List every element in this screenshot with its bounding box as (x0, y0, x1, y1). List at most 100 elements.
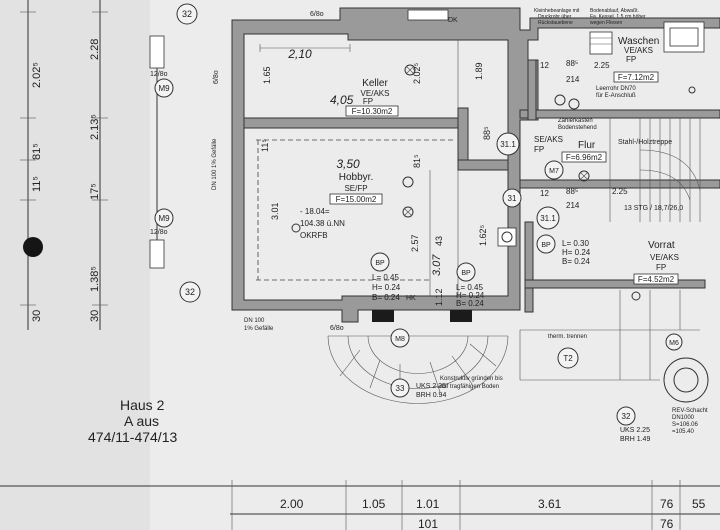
paper-shadow-left (0, 0, 150, 530)
s1-label: S=106.06 (672, 422, 699, 428)
waschen-type: FP (626, 55, 636, 64)
bp-a-h: H= 0.24 (372, 283, 401, 292)
keller-v2: 2.02⁵ (412, 62, 422, 84)
flur-name: Flur (578, 140, 596, 151)
top-6-8o-b: 6/8o (213, 70, 220, 84)
flur-214: 214 (566, 201, 580, 210)
bp-b-l: L= 0.45 (456, 283, 483, 292)
vorrat-area-box (633, 273, 679, 285)
stair: 13 STG / 18,7/26,0 (609, 118, 701, 222)
bp-a-b: B= 0.24 (372, 293, 400, 302)
gefaelle-label: 1% Gefälle (244, 326, 274, 332)
hobby-okrfb: OKRFB (300, 231, 328, 240)
uks1-label: UKS 2.25 (416, 383, 446, 390)
keller-code: VE/AKS (361, 89, 390, 98)
hobby-v5: 43 (434, 236, 444, 246)
dim-left-1: 2.02⁵ (31, 62, 43, 88)
hobby-v6: 1.62⁵ (478, 224, 488, 246)
tag-t2: T2 (563, 354, 573, 363)
brh2-label: BRH 1.49 (620, 436, 650, 443)
waschen-code: VE/AKS (624, 46, 653, 55)
waschen-area: F=7.12m2 (618, 73, 655, 82)
bp-c-tag: BP (541, 242, 551, 249)
outer-walls (231, 7, 720, 323)
tag-m7: M7 (549, 168, 559, 175)
door-block-left (372, 310, 394, 322)
bp-b-h: H= 0.24 (456, 291, 485, 300)
hobby-code: SE/FP (344, 184, 367, 193)
bp-c-l: L= 0.30 (562, 239, 589, 248)
tag-circle-32b (179, 281, 201, 303)
fuer-label: für E-Anschluß (596, 93, 636, 99)
wegen-label: wegen Fliesen (590, 20, 622, 26)
label-12-8o: 12/8o (150, 71, 168, 78)
s2-label: =105.40 (672, 429, 695, 435)
dim-left-3: 11⁵ (31, 176, 43, 192)
therm-label: therm. trennen (548, 334, 587, 340)
terrace-stair: M8 6/8o DN 100 1% Gefälle (244, 318, 509, 404)
tag-circle-m7 (544, 160, 564, 180)
parcel-label: 474/11-474/13 (88, 429, 177, 445)
wash-88: 88⁵ (566, 59, 578, 68)
wash-214: 214 (566, 75, 580, 84)
dn1000-label: DN1000 (672, 415, 695, 421)
vorrat-type: FP (656, 263, 666, 272)
tag-circle-bp3 (536, 234, 556, 254)
hobby-name: Hobbyr. (339, 172, 373, 183)
bp-c-b: B= 0.24 (562, 257, 590, 266)
terrace-6-8o: 6/8o (330, 325, 344, 332)
tag-31: 31 (508, 194, 517, 203)
konstr-label: Konstruktiv gründen bis (440, 376, 503, 382)
rev-label: REV-Schacht (672, 408, 708, 414)
dim-left-9: 2.28 (89, 39, 101, 60)
tag-32b: 32 (185, 287, 195, 297)
flur-area: F=6.96m2 (566, 153, 603, 162)
flur-225: 2.25 (612, 187, 628, 196)
keller-v3: 1.89 (474, 62, 484, 80)
tag-311a: 31.1 (500, 140, 516, 149)
dim-left-5: 17⁵ (89, 183, 101, 200)
zahler-label: Zählerkasten (558, 118, 593, 124)
bp-block-a: BP L= 0.45 H= 0.24 B= 0.24 (370, 252, 401, 302)
tag-circle-311b (536, 206, 560, 230)
hobby-v8: 11⁵ (260, 139, 270, 152)
dim-left-8: 30 (89, 310, 101, 322)
flur-code: SE/AKS (534, 135, 563, 144)
tag-circle-32a (176, 3, 198, 25)
tag-m6: M6 (669, 340, 679, 347)
dim-left-7: 30 (31, 310, 43, 322)
vorrat-area: F=4.52m2 (638, 275, 675, 284)
tag-circle-m9a (154, 78, 174, 98)
hobby-dim: 3,50 (336, 157, 360, 171)
vorrat-name: Vorrat (648, 240, 675, 251)
bp-c-h: H= 0.24 (562, 248, 591, 257)
waschen-name: Waschen (618, 36, 659, 47)
keller-type: FP (363, 97, 373, 106)
flur-12: 12 (540, 189, 549, 198)
tag-circle-m6 (665, 333, 683, 351)
bodenst-label: Bodenstehend (558, 125, 597, 131)
keller-name: Keller (362, 78, 388, 89)
room-vorrat: L= 0.30 H= 0.24 B= 0.24 Vorrat VE/AKS FP… (562, 239, 679, 301)
flur-type: FP (534, 145, 544, 154)
bottom-dim-6: 55 (692, 497, 706, 511)
bp-b-b: B= 0.24 (456, 299, 484, 308)
room-flur: Zählerkasten Bodenstehend SE/AKS FP Flur… (534, 118, 672, 210)
hobby-area-box (329, 193, 383, 205)
hobby-v1: 3.01 (270, 202, 280, 220)
tag-circle-31 (502, 188, 522, 208)
wash-225: 2.25 (594, 61, 610, 70)
room-waschen: Waschen VE/AKS FP F=7.12m2 12 88⁵ 2.25 2… (534, 8, 705, 110)
a-aus-label: A aus (124, 413, 159, 429)
tag-circle-m8 (390, 328, 410, 348)
tag-circle-t2 (557, 347, 579, 369)
hobby-level1: - 18.04= (300, 207, 330, 216)
tag-circle-32c (616, 406, 636, 426)
left-dimension-chain: 2.02⁵ 81⁵ 11⁵ 2.13⁵ 17⁵ 1.38⁵ 30 30 2.28 (20, 0, 108, 330)
bp-a-tag: BP (375, 260, 385, 267)
dim-left-2: 81⁵ (31, 143, 43, 160)
haus-label: Haus 2 (120, 397, 165, 413)
bottom-dim-7: 101 (418, 517, 438, 530)
bottom-dimension-chain: 2.00 1.05 1.01 3.61 76 55 101 76 (0, 480, 720, 530)
tag-311b: 31.1 (540, 214, 556, 223)
